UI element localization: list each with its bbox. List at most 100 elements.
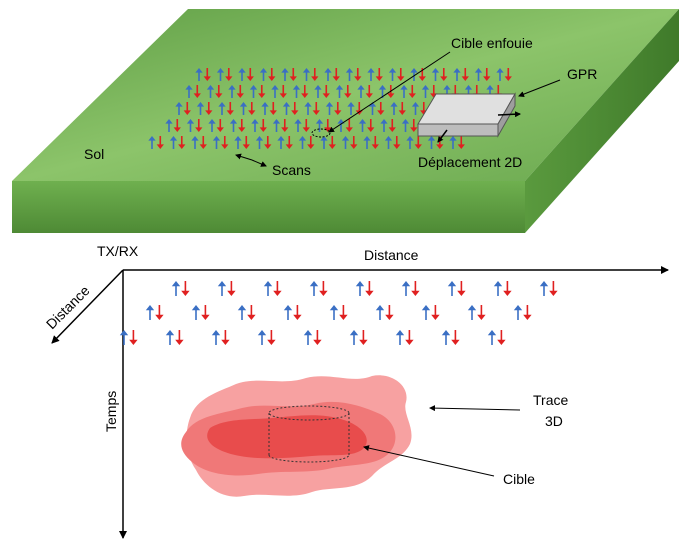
antenna-arrow-pair: [239, 102, 256, 115]
antenna-arrow-pair: [358, 119, 375, 132]
antenna-arrow-pair: [487, 330, 506, 345]
antenna-arrow-pair: [263, 281, 282, 296]
trace-pointer: [429, 405, 521, 412]
antenna-arrow-pair: [447, 281, 466, 296]
gpr-device: [417, 92, 516, 138]
antenna-arrow-pair: [493, 281, 512, 296]
antenna-arrow-pair: [406, 136, 422, 149]
antenna-arrow-pair: [234, 136, 250, 149]
antenna-arrow-pair: [380, 119, 396, 132]
antenna-arrow-pair: [335, 85, 352, 98]
antenna-arrow-pair: [257, 330, 276, 345]
antenna-arrow-pair: [324, 68, 340, 81]
origin-label: TX/RX: [97, 243, 139, 259]
antenna-arrow-pair: [449, 136, 465, 149]
trace-3d: [181, 375, 412, 497]
antenna-arrow-pair: [401, 281, 420, 296]
buried-target-marker: [311, 128, 331, 138]
antenna-arrow-pair: [217, 281, 236, 296]
target-cylinder: [268, 405, 350, 463]
antenna-arrow-pair: [357, 85, 373, 98]
antenna-arrow-pair: [309, 281, 328, 296]
antenna-arrow-pair: [249, 85, 266, 98]
antenna-arrow-pair: [349, 330, 368, 345]
antenna-arrow-pair: [496, 68, 512, 81]
antenna-arrow-pair: [441, 330, 460, 345]
antenna-arrow-pair: [474, 68, 491, 81]
gpr-move-arrow-right: [497, 111, 521, 118]
antenna-arrow-pair: [251, 119, 267, 132]
ground-front-face: [12, 181, 525, 233]
antenna-arrow-pair: [145, 305, 164, 320]
antenna-arrow-pair: [294, 119, 310, 132]
antenna-arrow-pair: [467, 305, 486, 320]
antenna-arrow-pair: [303, 330, 322, 345]
antenna-arrow-pair: [304, 102, 320, 115]
antenna-arrow-pair: [195, 68, 211, 81]
antenna-arrow-pair: [148, 136, 164, 149]
target-label: Cible: [503, 471, 535, 487]
antenna-arrow-pair: [165, 119, 181, 132]
antenna-arrow-pair: [421, 305, 440, 320]
antenna-arrow-pair: [367, 68, 383, 81]
antenna-arrow-pair: [191, 136, 207, 149]
antenna-arrow-pair: [119, 330, 138, 345]
antenna-arrow-pair: [292, 85, 309, 98]
vertical-axis-label: Temps: [103, 391, 119, 432]
depth-axis: [51, 269, 124, 344]
antenna-arrow-pair: [277, 136, 293, 149]
antenna-arrow-pair: [390, 102, 406, 115]
trace-label-line1: Trace: [533, 392, 568, 408]
antenna-arrow-pair: [384, 136, 401, 149]
gpr-pointer: [518, 79, 561, 97]
antenna-arrow-pair: [315, 119, 332, 132]
antenna-arrow-pair: [320, 136, 336, 149]
soil-label: Sol: [84, 146, 104, 162]
target-pointer: [363, 445, 495, 477]
buried-target-pointer: [328, 51, 451, 133]
antenna-arrow-pair: [229, 119, 246, 132]
antenna-arrow-pair: [237, 305, 256, 320]
antenna-arrow-pair: [513, 305, 532, 320]
antenna-arrow-pair: [314, 85, 330, 98]
antenna-arrow-pair: [375, 305, 394, 320]
antenna-arrow-pair: [298, 136, 315, 149]
displacement-label: Déplacement 2D: [418, 154, 522, 170]
antenna-arrow-pair: [272, 119, 289, 132]
antenna-arrow-pair: [281, 68, 297, 81]
scans-pointer-right: [251, 159, 267, 167]
antenna-arrow-pair: [347, 102, 363, 115]
antenna-arrow-pair: [355, 281, 374, 296]
antenna-arrow-pair: [539, 281, 558, 296]
antenna-arrow-pair: [228, 85, 244, 98]
antenna-arrow-pair: [191, 305, 210, 320]
gpr-label: GPR: [567, 66, 597, 82]
antenna-arrow-pair: [400, 85, 416, 98]
depth-axis-label: Distance: [43, 282, 93, 332]
trace-inner-blob: [207, 415, 367, 459]
antenna-arrow-pair: [341, 136, 358, 149]
antenna-arrow-pair: [169, 136, 186, 149]
gpr-move-arrow-down: [437, 129, 448, 143]
antenna-arrow-pair: [259, 68, 276, 81]
antenna-arrow-pair: [282, 102, 299, 115]
horizontal-axis-label: Distance: [364, 247, 419, 263]
antenna-arrow-pair: [238, 68, 254, 81]
antenna-arrow-pair: [431, 68, 448, 81]
antenna-arrow-pair: [216, 68, 233, 81]
antenna-arrow-pair: [196, 102, 213, 115]
antenna-arrow-pair: [208, 119, 224, 132]
antenna-arrow-pair: [165, 330, 184, 345]
antenna-arrow-pair: [255, 136, 272, 149]
axis-scan-arrows: [119, 281, 558, 345]
gpr-front-face: [417, 123, 499, 137]
buried-target-label: Cible enfouie: [451, 35, 533, 51]
antenna-arrow-pair: [329, 305, 348, 320]
antenna-arrow-pair: [388, 68, 405, 81]
antenna-arrow-pair: [453, 68, 469, 81]
antenna-arrow-pair: [345, 68, 362, 81]
antenna-arrow-pair: [325, 102, 342, 115]
antenna-arrow-pair: [218, 102, 234, 115]
antenna-arrow-pair: [283, 305, 302, 320]
